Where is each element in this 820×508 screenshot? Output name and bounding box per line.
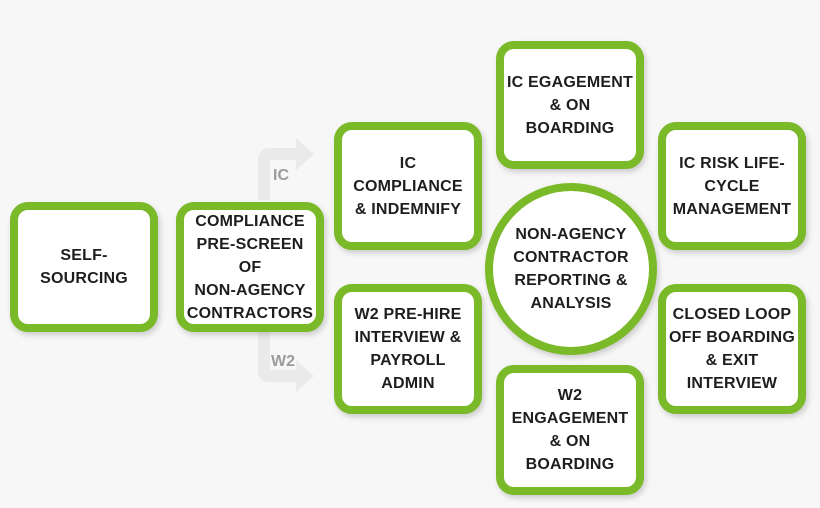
compliance-prescreen-label: COMPLIANCE PRE-SCREEN OF NON-AGENCY CONT… [186,212,314,322]
closed-loop-label: CLOSED LOOP OFF BOARDING & EXIT INTERVIE… [669,306,795,392]
w2-engagement-label: W2 ENGAGEMENT & ON BOARDING [511,387,629,473]
w2-prehire-box: W2 PRE-HIRE INTERVIEW & PAYROLL ADMIN [334,284,482,414]
ic-compliance-box: IC COMPLIANCE & INDEMNIFY [334,122,482,250]
w2-branch-label: W2 [271,353,295,370]
ic-branch-label: IC [273,167,289,184]
ic-engagement-box: IC EGAGEMENT & ON BOARDING [496,41,644,169]
w2-prehire-label: W2 PRE-HIRE INTERVIEW & PAYROLL ADMIN [354,306,462,392]
ic-branch-arrow [258,138,314,200]
ic-compliance-label: IC COMPLIANCE & INDEMNIFY [353,154,463,218]
closed-loop-box: CLOSED LOOP OFF BOARDING & EXIT INTERVIE… [658,284,806,414]
non-agency-reporting-label: NON-AGENCY CONTRACTOR REPORTING & ANALYS… [513,226,629,312]
w2-branch-arrow [258,330,314,392]
w2-engagement-box: W2 ENGAGEMENT & ON BOARDING [496,365,644,495]
ic-risk-box: IC RISK LIFE- CYCLE MANAGEMENT [658,122,806,250]
ic-risk-label: IC RISK LIFE- CYCLE MANAGEMENT [672,154,792,218]
ic-engagement-label: IC EGAGEMENT & ON BOARDING [507,73,633,137]
self-sourcing-box: SELF- SOURCING [10,202,158,332]
self-sourcing-label: SELF- SOURCING [40,247,128,287]
compliance-prescreen-box: COMPLIANCE PRE-SCREEN OF NON-AGENCY CONT… [176,202,324,332]
non-agency-reporting-circle: NON-AGENCY CONTRACTOR REPORTING & ANALYS… [485,183,657,355]
